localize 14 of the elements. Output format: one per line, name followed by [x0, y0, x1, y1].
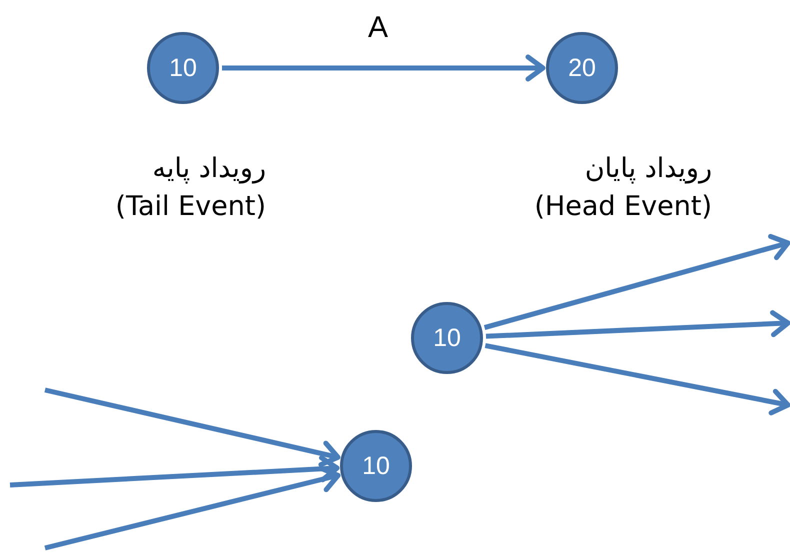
event-number: 10 — [433, 324, 461, 352]
arrow — [44, 388, 340, 468]
arrow — [10, 455, 340, 488]
event-number: 10 — [362, 452, 390, 480]
event-number: 10 — [169, 54, 197, 82]
arrow — [484, 234, 790, 330]
arrow — [222, 54, 546, 82]
event-caption: رویداد پایان — [584, 152, 712, 186]
arrow — [486, 310, 790, 339]
event-caption: (Tail Event) — [115, 190, 266, 224]
event-caption: رویداد پایه — [152, 152, 266, 186]
arrow — [484, 343, 790, 416]
event-caption: (Head Event) — [534, 190, 712, 224]
event-number: 20 — [568, 54, 596, 82]
